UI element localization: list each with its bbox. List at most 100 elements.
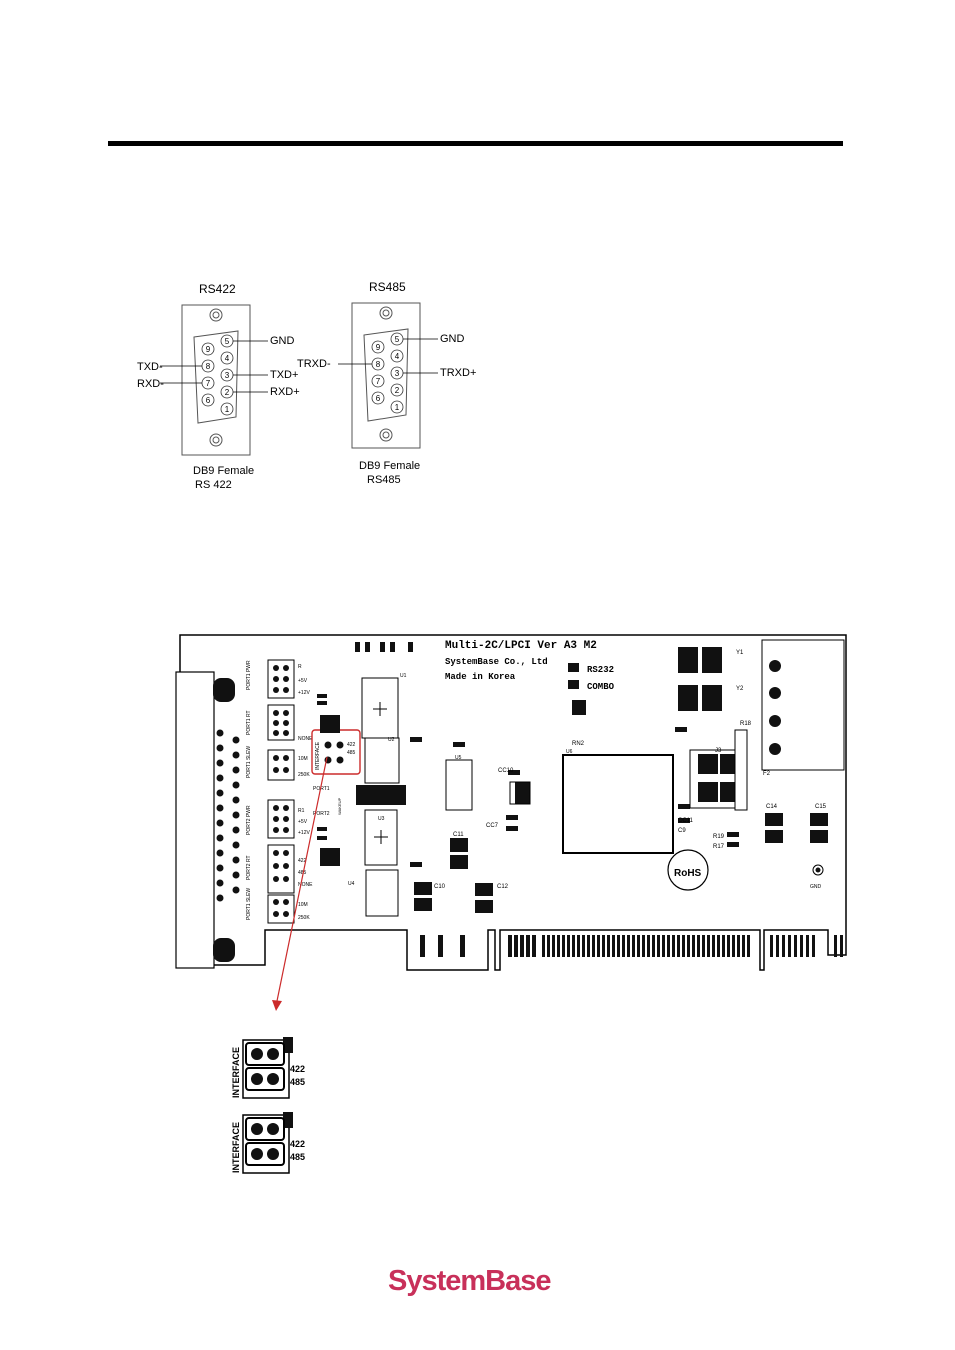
rs422-caption-2: RS 422 [195,479,232,491]
opt2-485: 485 [298,870,307,876]
rs485-pin-8: 8 [376,360,381,369]
part-r19: R17 [713,844,725,850]
part-cc6: CC7 [486,823,499,829]
part-u1: U1 [400,673,407,679]
pcb-board: PORT1 PWR PORT1 RT PORT1 SLEW PORT2 PWR … [175,634,847,971]
opt-250k: 250K [298,772,310,778]
part-c14: C14 [766,804,778,810]
board-title: Multi-2C/LPCI Ver A3 M2 [445,640,597,652]
part-f2: Y2 [736,686,744,692]
rs485-pin-7: 7 [376,377,381,386]
rs485-trxd-minus-label: TRXD- [297,358,331,370]
rs485-pin-6: 6 [376,394,381,403]
opt-r: R [298,664,302,670]
rs422-pin-9: 9 [206,345,211,354]
systembase-logo: SystemBase [388,1265,551,1298]
opt2-250k: 250K [298,915,310,921]
interface-jumper-detail-422: INTERFACE 422 485 [231,1037,305,1099]
part-y1: J3 [715,748,722,754]
part-c15: C15 [815,804,827,810]
board-interface-422: 422 [347,742,356,748]
rs422-pin-1: 1 [225,405,230,414]
jumper-port2-pwr: PORT2 PWR [246,805,252,835]
detail-top-422: 422 [290,1064,305,1074]
rs485-pin-5: 5 [395,335,400,344]
detail-bottom-interface: INTERFACE [231,1122,241,1173]
rs422-pin-8: 8 [206,362,211,371]
rs485-caption-1: DB9 Female [359,460,421,472]
part-c9: C10 [434,884,446,890]
rs485-pin-2: 2 [395,386,400,395]
board-company: SystemBase Co., Ltd [445,657,548,667]
part-r18: R19 [713,834,725,840]
opt-10m: 10M [298,756,308,762]
rs422-pin-3: 3 [225,371,230,380]
opt2-12v: +12V [298,830,310,836]
opt2-5v: +5V [298,819,308,825]
opt2-10m: 10M [298,902,308,908]
jumper-port2-rt: PORT2 RT [246,855,252,880]
rs422-pin-6: 6 [206,396,211,405]
board-interface-485: 485 [347,750,356,756]
rs422-pin-4: 4 [225,354,230,363]
jumper-port1-slew: PORT1 SLEW [246,746,252,778]
part-c11: C12 [497,884,509,890]
part-u2: U2 [388,737,395,743]
board-legend-rs232: RS232 [587,665,614,675]
opt-12v: +12V [298,690,310,696]
jumper-port1-rt: PORT1 RT [246,710,252,735]
rs485-caption-2: RS485 [367,474,401,486]
part-y2: R18 [740,721,752,727]
detail-bottom-485: 485 [290,1152,305,1162]
part-f1: Y1 [736,650,744,656]
rs485-pin-4: 4 [395,352,400,361]
rs422-rxd-plus-label: RXD+ [270,386,300,398]
rs422-txd-plus-label: TXD+ [270,369,299,381]
part-cc10: CC11 [678,818,694,824]
rs422-txd-minus-label: TXD- [137,361,163,373]
jumper-port1-pwr: PORT1 PWR [246,660,252,690]
opt-r1: R1 [298,808,305,814]
rs485-pin-3: 3 [395,369,400,378]
part-j3: F2 [763,771,771,777]
rs422-pin-7: 7 [206,379,211,388]
rs485-gnd-label: GND [440,333,465,345]
rs422-rxd-minus-label: RXD- [137,378,164,390]
board-rohs: RoHS [674,868,702,879]
part-cc7: CC10 [498,768,514,774]
detail-top-interface: INTERFACE [231,1047,241,1098]
rs422-db9-diagram: 5 4 3 2 1 9 8 7 6 [160,304,268,456]
part-rn2: RN2 [572,741,585,747]
part-cc11: C9 [678,828,686,834]
part-u6: U6 [566,749,573,755]
header-rule [108,141,843,146]
opt2-none: NONE [298,882,313,888]
detail-top-485: 485 [290,1077,305,1087]
pointer-arrow [272,756,328,1011]
rs422-caption-1: DB9 Female [193,465,255,477]
board-port2-label: PORT2 [313,811,330,817]
board-interface-label: INTERFACE [315,741,321,770]
opt2-422: 422 [298,858,307,864]
opt-5v: +5V [298,678,308,684]
logo-text: SystemBase [388,1265,551,1297]
opt-none: NONE [298,736,313,742]
part-c10: C11 [453,832,464,838]
rs485-db9-diagram: 5 4 3 2 1 9 8 7 6 [338,302,438,449]
detail-bottom-422: 422 [290,1139,305,1149]
rs422-gnd-label: GND [270,335,295,347]
interface-jumper-detail-485: INTERFACE 422 485 [231,1112,305,1174]
board-origin: Made in Korea [445,672,516,682]
board-gnd: GND [810,884,822,890]
board-port1-label: PORT1 [313,786,330,792]
rs485-title: RS485 [369,280,406,294]
jumper-port2-slew: PORT1 SLEW [246,888,252,920]
rs485-pin-1: 1 [395,403,400,412]
part-u4: U4 [348,881,355,887]
rs485-trxd-plus-label: TRXD+ [440,367,477,379]
rs422-pin-2: 2 [225,388,230,397]
board-legend-combo: COMBO [587,682,615,692]
part-u5: U5 [455,755,462,761]
rs422-pin-5: 5 [225,337,230,346]
part-u3: U3 [378,816,385,822]
